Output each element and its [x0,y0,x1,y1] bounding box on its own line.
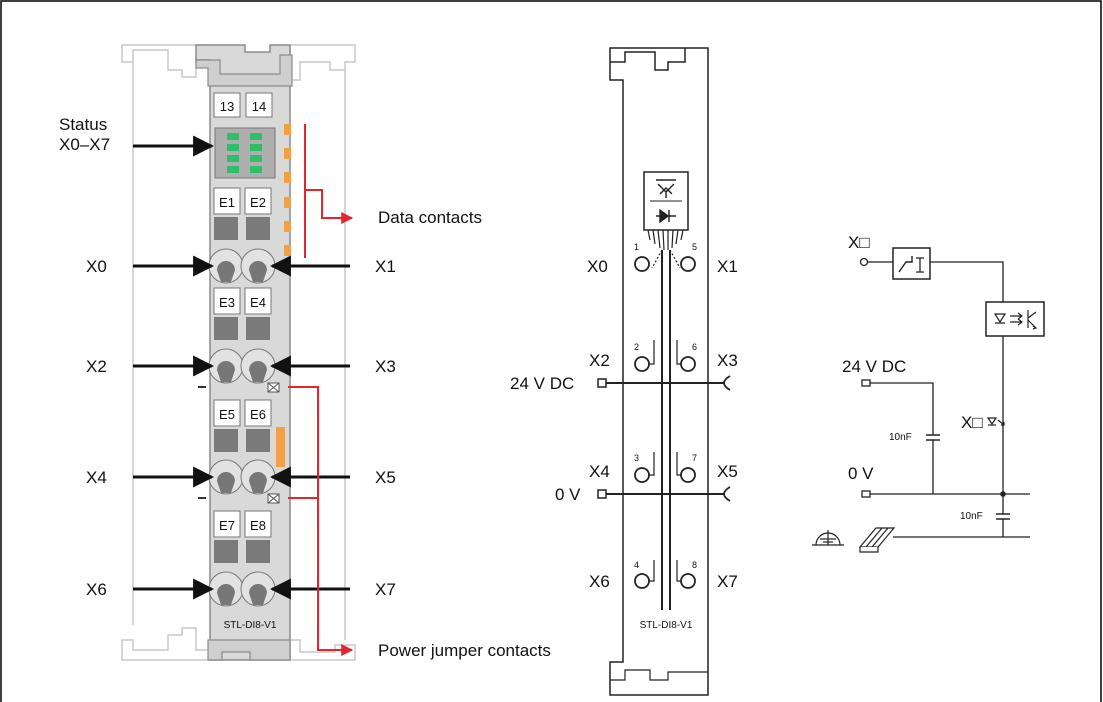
module-port-x0: X0 [86,257,107,276]
circuit-cap1-label: 10nF [889,432,912,443]
neighbor-module-right [289,44,356,661]
neighbor-module-left [121,44,211,661]
terminal-x4 [208,459,244,495]
pin-2: 2 [634,342,639,352]
module-port-x5: X5 [375,468,396,487]
power-jumper-label: Power jumper contacts [378,641,551,660]
slot-label-e8: E8 [250,518,266,533]
pin-1: 1 [634,242,639,252]
schematic-port-x4: X4 [589,462,610,481]
data-contact-pads [284,124,291,256]
filter-icon [892,247,931,280]
slot-labels: E1 E2 E3 E4 E5 E6 E7 E8 [213,187,272,538]
module-port-x3: X3 [375,357,396,376]
module-model-label: STL-DI8-V1 [224,620,277,631]
terminal-x2 [208,348,244,384]
pin-7: 7 [692,453,697,463]
terminal-x3 [240,348,276,384]
terminals [208,248,276,607]
release-buttons [214,217,270,563]
optocoupler-icon [985,301,1045,337]
data-contacts-label: Data contacts [378,208,482,227]
terminal-x6 [208,571,244,607]
led-x6 [227,166,239,173]
terminal-x0 [208,248,244,284]
schematic-port-x1: X1 [717,257,738,276]
schematic-24v-label: 24 V DC [510,374,574,393]
circuit-input-label: X□ [848,233,870,252]
terminal-x1 [240,248,276,284]
schematic-port-x6: X6 [589,572,610,591]
schematic-model-label: STL-DI8-V1 [640,620,693,631]
schematic-outline [609,47,709,696]
status-label-line1: Status [59,115,107,134]
module-port-x6: X6 [86,580,107,599]
pin-6: 6 [692,342,697,352]
slot-label-e4: E4 [250,295,266,310]
din-rail-icon [858,527,896,553]
circuit-cap2-label: 10nF [960,511,983,522]
module-port-x2: X2 [86,357,107,376]
schematic-port-x7: X7 [717,572,738,591]
led-x5 [250,155,262,162]
module-port-x1: X1 [375,257,396,276]
circuit-led-label: X□ [961,413,983,432]
led-x4 [227,155,239,162]
status-label-line2: X0–X7 [59,135,110,154]
schematic-port-x0: X0 [587,257,608,276]
module-schematic: 1 2 3 4 5 6 7 8 X0 X2 X4 X6 X1 X3 X5 X7 … [510,47,738,696]
schematic-0v-label: 0 V [555,485,581,504]
top-label-14: 14 [252,99,266,114]
schematic-terminals [634,256,696,589]
terminal-x5 [240,459,276,495]
power-jumper-markers [198,382,280,504]
logic-block [643,171,689,251]
circuit-24v-label: 24 V DC [842,357,906,376]
led-icon [986,417,1005,426]
led-x2 [227,144,239,151]
led-status-panel [214,127,276,179]
pin-4: 4 [634,560,639,570]
slot-label-e7: E7 [219,518,235,533]
pin-3: 3 [634,453,639,463]
module-drawing: 13 14 E1 E2 [59,44,551,661]
module-top-clip [195,54,293,87]
slot-label-e2: E2 [250,195,266,210]
input-circuit: X□ X□ 24 V DC 10nF [812,233,1045,553]
data-contacts-callout [304,124,354,258]
circuit-0v-label: 0 V [848,464,874,483]
schematic-port-x2: X2 [589,351,610,370]
schematic-port-x3: X3 [717,351,738,370]
module-bottom-clip [207,639,291,661]
slot-label-e1: E1 [219,195,235,210]
slot-label-e3: E3 [219,295,235,310]
ground-icon [812,530,844,546]
led-x1 [250,133,262,140]
led-x0 [227,133,239,140]
schematic-port-x5: X5 [717,462,738,481]
module-port-x7: X7 [375,580,396,599]
top-label-13: 13 [220,99,234,114]
power-jumper-callout [288,386,354,656]
module-top-labels: 13 14 [213,92,273,118]
terminal-x7 [240,571,276,607]
slot-label-e5: E5 [219,407,235,422]
led-x3 [250,144,262,151]
led-x7 [250,166,262,173]
pin-8: 8 [692,560,697,570]
orange-marker [276,427,285,467]
pin-5: 5 [692,242,697,252]
slot-label-e6: E6 [250,407,266,422]
module-port-x4: X4 [86,468,107,487]
